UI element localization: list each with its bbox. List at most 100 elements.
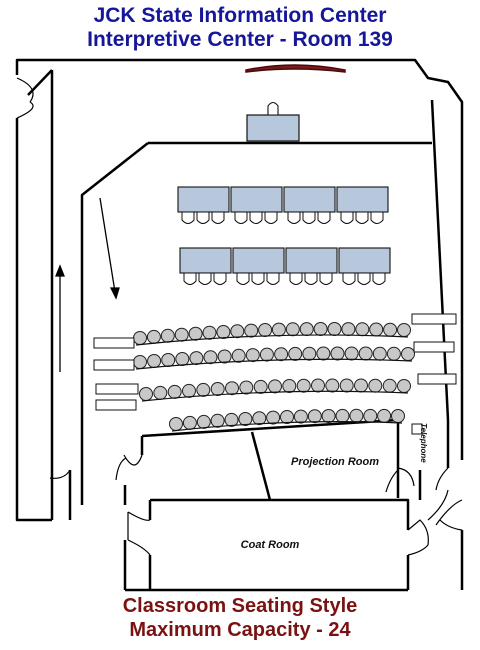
student-chair <box>372 272 386 285</box>
student-chair <box>340 211 354 224</box>
student-chair <box>342 272 356 285</box>
seat-row <box>133 346 415 370</box>
right-inner-wall <box>430 99 450 421</box>
auditorium-chair <box>383 322 398 337</box>
outer-wall <box>15 58 464 460</box>
bench <box>411 313 457 325</box>
auditorium-chair <box>146 329 161 344</box>
student-chair <box>317 211 331 224</box>
auditorium-chair <box>253 379 268 394</box>
auditorium-chair <box>252 411 267 426</box>
auditorium-chair <box>133 355 147 369</box>
student-chair <box>234 211 248 224</box>
auditorium-chair <box>302 346 317 361</box>
auditorium-chair <box>288 346 303 361</box>
auditorium-chair <box>397 379 411 393</box>
door-left-corridor <box>49 469 71 479</box>
door-right-2 <box>435 499 463 531</box>
instructor-desk <box>246 101 300 142</box>
classroom-table <box>285 247 338 285</box>
coat-room-wall <box>150 498 410 530</box>
auditorium-chair <box>245 348 260 363</box>
student-chair <box>264 211 278 224</box>
auditorium-chair <box>160 328 175 343</box>
student-chair <box>302 211 316 224</box>
auditorium-chair <box>188 326 203 341</box>
auditorium-chair <box>258 323 273 337</box>
door-lower-left <box>115 454 143 481</box>
door-right-1 <box>427 467 449 521</box>
auditorium-chair <box>358 346 373 361</box>
door-projection <box>385 467 415 493</box>
student-chair <box>266 272 280 285</box>
title-line-2: Interpretive Center - Room 139 <box>87 28 393 51</box>
auditorium-chair <box>230 324 245 339</box>
student-chair <box>196 211 210 224</box>
auditorium-chair <box>268 379 282 394</box>
auditorium-chair <box>139 387 153 401</box>
auditorium-chair <box>196 414 211 429</box>
student-chair <box>289 272 303 285</box>
auditorium-chair <box>299 322 314 337</box>
capacity-label: Maximum Capacity - 24 <box>129 619 351 641</box>
auditorium-chair <box>239 380 254 395</box>
bench <box>93 337 135 349</box>
seat-row <box>139 378 411 402</box>
classroom-table <box>232 247 285 285</box>
auditorium-chair <box>210 413 225 428</box>
auditorium-chair <box>386 346 401 361</box>
classroom-table <box>338 247 391 285</box>
auditorium-chair <box>274 347 289 362</box>
auditorium-chair <box>311 378 325 393</box>
auditorium-chair <box>216 325 231 339</box>
auditorium-chair <box>285 322 300 337</box>
auditorium-chair <box>210 382 225 396</box>
auditorium-chair <box>167 384 182 399</box>
student-chair <box>213 272 227 285</box>
auditorium-chair <box>271 322 286 337</box>
auditorium-chair <box>355 322 370 337</box>
auditorium-chair <box>231 348 246 363</box>
auditorium-chair <box>307 409 322 424</box>
auditorium-chair <box>153 385 168 400</box>
up-arrow-head <box>55 264 65 277</box>
bench <box>95 399 137 411</box>
door-top-left <box>16 77 34 119</box>
telephone-icon <box>411 423 423 435</box>
bench <box>413 341 455 353</box>
auditorium-chair <box>401 347 415 361</box>
auditorium-chair <box>327 322 342 336</box>
left-outer-wall <box>15 118 52 522</box>
auditorium-chair <box>196 382 211 397</box>
auditorium-chair <box>217 349 232 364</box>
title-line-1: JCK State Information Center <box>93 4 387 27</box>
room-left-diagonal <box>80 142 149 505</box>
classroom-tables <box>177 186 391 285</box>
classroom-table <box>230 186 283 224</box>
auditorium-chair <box>321 409 336 423</box>
auditorium-chair <box>397 323 411 337</box>
coat-room-label: Coat Room <box>241 539 300 551</box>
auditorium-chair <box>266 410 281 425</box>
auditorium-chair <box>382 378 397 393</box>
seat-row <box>133 322 411 346</box>
auditorium-chair <box>147 354 162 368</box>
classroom-table <box>283 186 336 224</box>
student-chair <box>198 272 212 285</box>
bench <box>95 383 139 395</box>
student-chair <box>355 211 369 224</box>
row-end-benches <box>93 313 457 411</box>
stage-screen <box>245 64 346 73</box>
auditorium-chair <box>202 325 217 340</box>
auditorium-chair <box>133 331 147 345</box>
auditorium-chair <box>169 417 183 431</box>
auditorium-chair <box>282 379 297 393</box>
door-bottom-right <box>407 519 429 556</box>
bench <box>93 359 135 371</box>
student-chair <box>370 211 384 224</box>
auditorium-chair <box>161 353 176 367</box>
classroom-table <box>336 186 389 224</box>
auditorium-chair <box>391 409 405 423</box>
student-chair <box>236 272 250 285</box>
